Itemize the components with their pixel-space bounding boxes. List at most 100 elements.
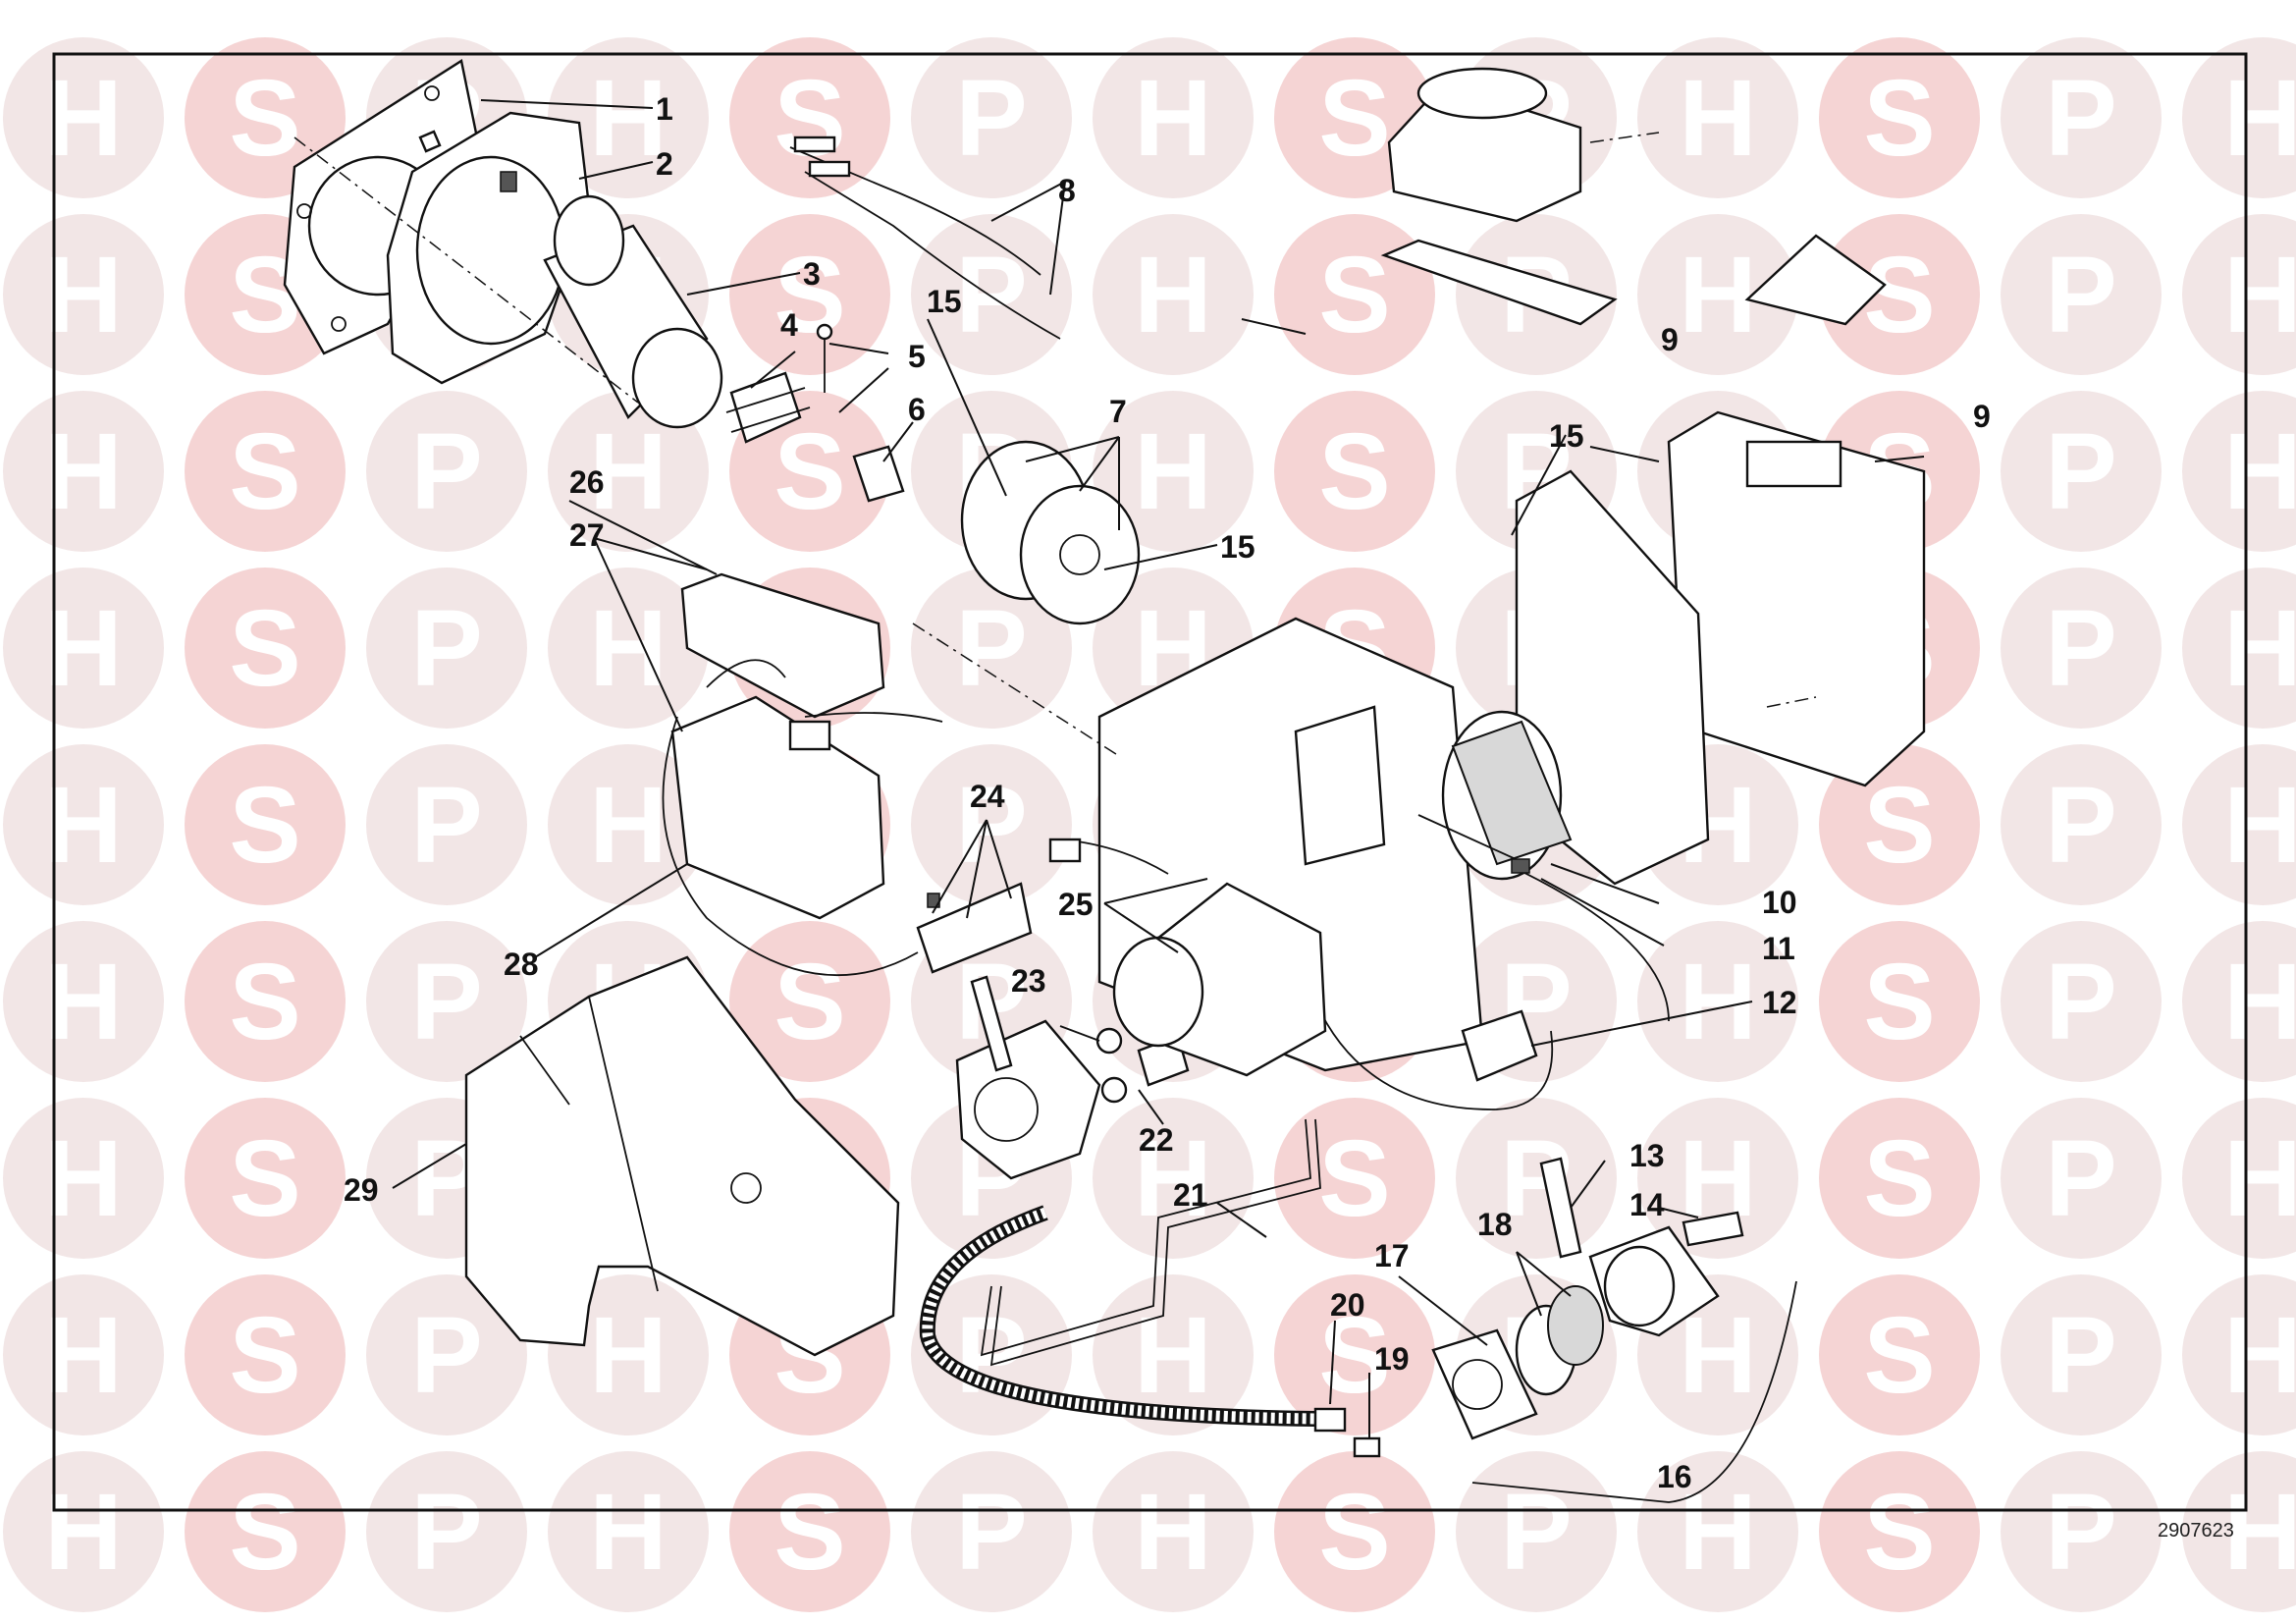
centre-lines	[294, 132, 1817, 757]
watermark-letter: S	[229, 1295, 300, 1416]
part-5-screw	[816, 323, 833, 393]
callout-13: 13	[1629, 1138, 1665, 1173]
callout-6: 6	[908, 392, 926, 427]
watermark-circle	[729, 1451, 890, 1612]
callout-29: 29	[344, 1172, 379, 1208]
watermark-circle	[3, 1274, 164, 1435]
watermark-circle	[185, 1451, 346, 1612]
watermark-letter: H	[44, 942, 122, 1062]
watermark-letter: H	[1134, 235, 1211, 355]
watermark-letter: P	[2045, 1472, 2116, 1593]
part-11-photocell	[1511, 858, 1670, 1022]
watermark-circle	[1637, 37, 1798, 198]
watermark-letter: P	[410, 765, 482, 886]
callout-2: 2	[656, 146, 673, 182]
watermark-letter: S	[774, 942, 845, 1062]
watermark-letter: P	[2045, 235, 2116, 355]
watermark-circle	[3, 921, 164, 1082]
watermark-circle	[2001, 391, 2162, 552]
watermark-circle	[1819, 1098, 1980, 1259]
part-9-air-intake	[1380, 67, 1618, 326]
watermark-circle	[1274, 1098, 1435, 1259]
watermark-letter: S	[229, 411, 300, 532]
watermark-circle	[2001, 37, 2162, 198]
watermark-letter: S	[229, 765, 300, 886]
watermark-circle	[185, 1274, 346, 1435]
watermark-circle	[1274, 391, 1435, 552]
watermark-letter: S	[1318, 58, 1390, 179]
watermark-letter: H	[44, 58, 122, 179]
watermark-letter: P	[410, 411, 482, 532]
callout-14: 14	[1629, 1187, 1665, 1222]
watermark-circle	[366, 1451, 527, 1612]
watermark-circle	[2182, 1274, 2296, 1435]
watermark-circle	[2182, 568, 2296, 729]
watermark-letter: P	[955, 765, 1027, 886]
callout-24: 24	[970, 779, 1005, 814]
watermark-circle	[1093, 1451, 1254, 1612]
watermark-circle	[185, 744, 346, 905]
watermark-letter: S	[774, 411, 845, 532]
watermark-circle	[366, 1274, 527, 1435]
watermark-letter: H	[1134, 1472, 1211, 1593]
watermark-letter: S	[1863, 1295, 1935, 1416]
watermark-circle	[366, 744, 527, 905]
watermark-circle	[548, 568, 709, 729]
watermark-circle	[911, 37, 1072, 198]
watermark-letter: H	[589, 411, 667, 532]
callout-8: 8	[1058, 173, 1076, 208]
watermark-letter: S	[1863, 765, 1935, 886]
callout-7: 7	[1109, 394, 1127, 429]
callout-16: 16	[1657, 1459, 1692, 1494]
part-28-cable	[662, 716, 919, 977]
callout-10: 10	[1762, 885, 1797, 920]
part-19-nipple	[1353, 1436, 1381, 1458]
callout-11: 11	[1762, 931, 1795, 966]
watermark-letter: H	[2223, 235, 2296, 355]
drawing-number: 2907623	[2158, 1520, 2234, 1542]
watermark-letter: P	[2045, 765, 2116, 886]
part-23-bush	[1095, 1027, 1123, 1055]
watermark-circle	[1456, 1451, 1617, 1612]
watermark-circle	[185, 568, 346, 729]
watermark-letter: H	[44, 1472, 122, 1593]
watermark-circle	[2182, 37, 2296, 198]
watermark-letter: H	[589, 588, 667, 709]
watermark-circle	[1637, 1098, 1798, 1259]
watermark-letter: S	[229, 1472, 300, 1593]
watermark-letter: H	[2223, 58, 2296, 179]
part-18-filter	[1515, 1285, 1604, 1396]
watermark-circle	[548, 744, 709, 905]
watermark-circle	[2001, 1274, 2162, 1435]
watermark-letter: P	[410, 942, 482, 1062]
watermark-letter: S	[774, 1472, 845, 1593]
part-4-electrode-assembly	[725, 371, 811, 444]
watermark-letter: H	[44, 1118, 122, 1239]
watermark-circle	[3, 1098, 164, 1259]
watermark-letter: H	[44, 588, 122, 709]
watermark-letter: S	[229, 1118, 300, 1239]
part-21-oil-line	[980, 1118, 1321, 1367]
watermark-letter: S	[1318, 235, 1390, 355]
watermark-circle	[1274, 1274, 1435, 1435]
watermark-letter: H	[44, 235, 122, 355]
watermark-letter: S	[1863, 58, 1935, 179]
diagram-frame	[52, 52, 2248, 1512]
watermark-letter: H	[44, 411, 122, 532]
callout-18: 18	[1477, 1207, 1513, 1242]
part-27-control-box	[670, 659, 943, 920]
callout-3: 3	[803, 256, 821, 292]
watermark-circle	[1456, 1098, 1617, 1259]
watermark-circle	[1637, 214, 1798, 375]
watermark-letter: P	[1500, 1472, 1572, 1593]
watermark-letter: S	[1318, 411, 1390, 532]
watermark-letter: H	[1134, 411, 1211, 532]
watermark-circle	[3, 744, 164, 905]
watermark-letter: H	[589, 1295, 667, 1416]
watermark-circle	[2182, 744, 2296, 905]
watermark-circle	[366, 921, 527, 1082]
watermark-circle	[2182, 1098, 2296, 1259]
watermark-letter: H	[2223, 1472, 2296, 1593]
part-3-blast-tube	[543, 194, 723, 429]
part-16-pump-cover	[1588, 1225, 1720, 1337]
